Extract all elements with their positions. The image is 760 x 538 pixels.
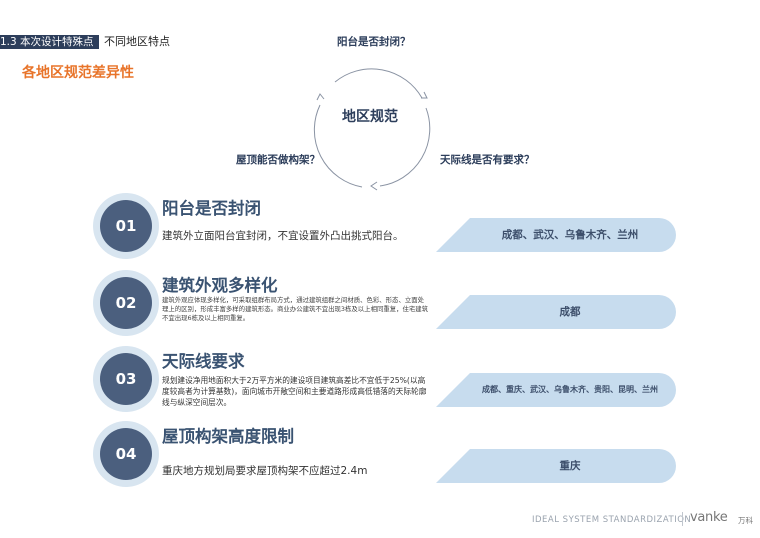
item-number: 04 <box>100 428 152 480</box>
arrow-head-top-right-icon <box>421 91 428 99</box>
item-number: 02 <box>100 277 152 329</box>
cities-label: 成都、重庆、武汉、乌鲁木齐、贵阳、昆明、兰州 <box>482 385 658 394</box>
question-left: 屋顶能否做构架？ <box>236 154 320 166</box>
item-description: 重庆地方规划局要求屋顶构架不应超过2.4m <box>162 465 368 477</box>
section-title: 本次设计特殊点 <box>20 36 94 48</box>
section-number: 1.3 <box>0 36 17 48</box>
item-row-3: 03 天际线要求 规划建设净用地面积大于2万平方米的建设项目建筑高差比不宜低于2… <box>0 346 760 416</box>
section-subtitle: 不同地区特点 <box>104 35 170 48</box>
cities-label: 重庆 <box>559 460 581 472</box>
cycle-arc-left <box>313 104 363 188</box>
cycle-arc-top <box>334 68 423 99</box>
item-number: 03 <box>100 353 152 405</box>
item-number-ring: 03 <box>93 346 159 412</box>
cycle-arc-right <box>379 107 431 187</box>
arrow-head-bottom-icon <box>370 181 378 191</box>
item-description: 建筑外立面阳台宜封闭，不宜设置外凸出挑式阳台。 <box>162 230 404 242</box>
item-description: 规划建设净用地面积大于2万平方米的建设项目建筑高差比不宜低于25%(以高度较高者… <box>162 376 427 407</box>
item-description: 建筑外观应体现多样化，可采取组群布局方式，通过建筑组群之间材质、色彩、形态、立面… <box>162 296 429 322</box>
cities-label: 成都、武汉、乌鲁木齐、兰州 <box>501 229 639 241</box>
item-row-4: 04 屋顶构架高度限制 重庆地方规划局要求屋顶构架不应超过2.4m 重庆 <box>0 421 760 491</box>
item-row-2: 02 建筑外观多样化 建筑外观应体现多样化，可采取组群布局方式，通过建筑组群之间… <box>0 270 760 340</box>
cities-bar: 成都 <box>436 295 676 329</box>
cycle-diagram <box>313 68 431 191</box>
item-row-1: 01 阳台是否封闭 建筑外立面阳台宜封闭，不宜设置外凸出挑式阳台。 成都、武汉、… <box>0 193 760 263</box>
arrow-head-left-icon <box>316 93 325 101</box>
item-number-ring: 02 <box>93 270 159 336</box>
item-number-ring: 01 <box>93 193 159 259</box>
cities-label: 成都 <box>559 306 581 318</box>
footer-tagline: IDEAL SYSTEM STANDARDIZATION <box>532 515 692 525</box>
page-title: 各地区规范差异性 <box>22 65 134 81</box>
footer-divider <box>682 512 683 526</box>
item-title: 天际线要求 <box>162 352 245 371</box>
question-top: 阳台是否封闭？ <box>337 36 411 48</box>
question-right: 天际线是否有要求？ <box>440 154 535 166</box>
cities-bar: 重庆 <box>436 449 676 483</box>
item-number: 01 <box>100 200 152 252</box>
item-title: 阳台是否封闭 <box>162 199 261 218</box>
cities-bar: 成都、重庆、武汉、乌鲁木齐、贵阳、昆明、兰州 <box>436 373 676 407</box>
brand-logo: vanke <box>690 510 728 525</box>
brand-logo-cn: 万科 <box>738 516 753 525</box>
diagram-center-label: 地区规范 <box>342 109 398 125</box>
item-title: 建筑外观多样化 <box>162 276 278 295</box>
item-title: 屋顶构架高度限制 <box>162 427 294 446</box>
item-number-ring: 04 <box>93 421 159 487</box>
cities-bar: 成都、武汉、乌鲁木齐、兰州 <box>436 218 676 252</box>
section-tag: 1.3 本次设计特殊点 <box>0 35 99 49</box>
